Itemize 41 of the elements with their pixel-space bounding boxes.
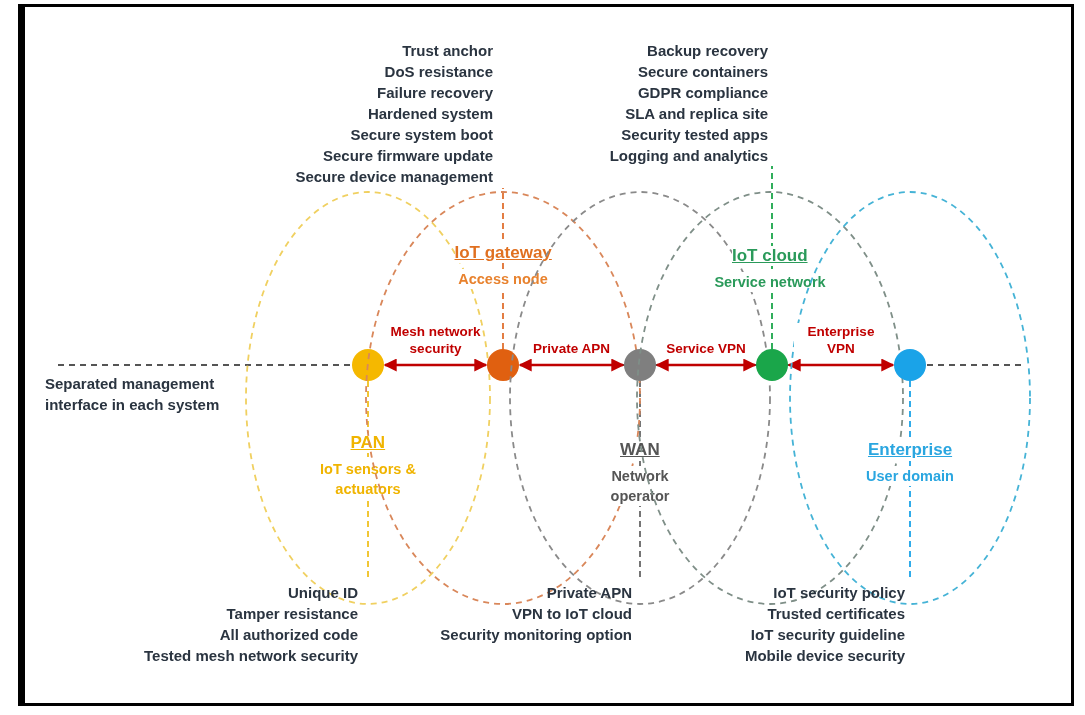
- zone-title: Enterprise: [868, 440, 953, 460]
- feature-text: Tamper resistance: [225, 604, 358, 624]
- feature-text: Tested mesh network security: [143, 646, 358, 666]
- feature-text: Mobile device security: [743, 646, 905, 666]
- node-dot: [487, 349, 519, 381]
- feature-text: SLA and replica site: [624, 104, 768, 124]
- feature-text: Security monitoring option: [439, 625, 632, 645]
- node-dot: [894, 349, 926, 381]
- feature-text: Secure device management: [294, 167, 493, 187]
- feature-text: Secure system boot: [349, 125, 493, 145]
- feature-text: IoT security policy: [772, 583, 905, 603]
- feature-text: Backup recovery: [646, 41, 768, 61]
- feature-text: DoS resistance: [383, 62, 493, 82]
- zone-title: PAN: [350, 433, 386, 453]
- feature-text: Unique ID: [287, 583, 358, 603]
- feature-text: IoT security guideline: [749, 625, 905, 645]
- double-arrow: [655, 358, 757, 372]
- double-arrow: [787, 358, 895, 372]
- zone-title: IoT gateway: [454, 243, 552, 263]
- double-arrow: [518, 358, 625, 372]
- feature-text: Trusted certificates: [766, 604, 905, 624]
- feature-text: VPN to IoT cloud: [511, 604, 632, 624]
- feature-text: Trust anchor: [401, 41, 493, 61]
- feature-text: All authorized code: [218, 625, 358, 645]
- feature-text: Security tested apps: [620, 125, 768, 145]
- feature-text: Secure containers: [636, 62, 768, 82]
- node-dot: [352, 349, 384, 381]
- feature-text: Hardened system: [366, 104, 493, 124]
- edge-label: Mesh network security: [390, 323, 481, 357]
- feature-text: GDPR compliance: [636, 83, 768, 103]
- node-dot: [624, 349, 656, 381]
- node-dot: [756, 349, 788, 381]
- feature-text: Private APN: [545, 583, 632, 603]
- feature-text: Secure firmware update: [321, 146, 493, 166]
- note-text: Separated management interface in each system: [45, 374, 221, 415]
- dashed-line: [771, 165, 773, 350]
- zone-title: IoT cloud: [732, 246, 808, 266]
- zone-title: WAN: [620, 440, 660, 460]
- feature-text: Failure recovery: [376, 83, 493, 103]
- feature-text: Logging and analytics: [608, 146, 768, 166]
- double-arrow: [383, 358, 488, 372]
